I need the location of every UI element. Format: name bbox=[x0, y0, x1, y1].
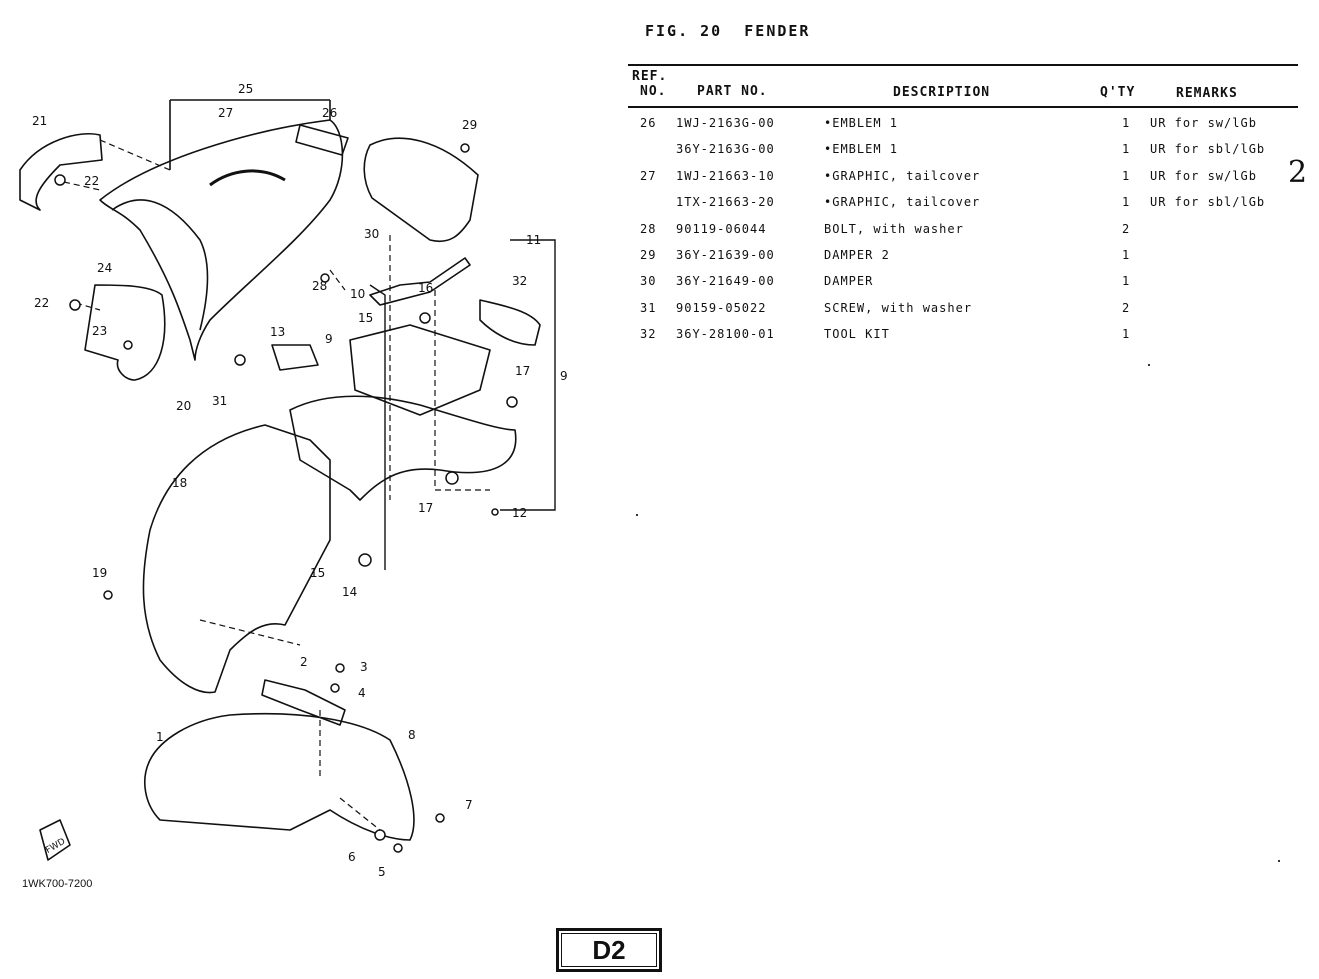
part-callout-3: 3 bbox=[360, 660, 368, 674]
part-callout-32: 32 bbox=[512, 274, 527, 288]
row-qty: 1 bbox=[1122, 195, 1131, 210]
header-part-no: PART NO. bbox=[697, 84, 768, 99]
part-callout-9: 9 bbox=[560, 369, 568, 383]
part-callout-17: 17 bbox=[418, 501, 433, 515]
row-description: SCREW, with washer bbox=[824, 300, 973, 315]
part-callout-22: 22 bbox=[84, 174, 99, 188]
part-callout-5: 5 bbox=[378, 865, 386, 879]
part-callout-30: 30 bbox=[364, 227, 379, 241]
row-part-no: 90159-05022 bbox=[676, 300, 767, 315]
row-qty: 1 bbox=[1122, 327, 1131, 342]
row-description: BOLT, with washer bbox=[824, 221, 964, 236]
row-ref: 32 bbox=[640, 327, 657, 342]
part-callout-7: 7 bbox=[465, 798, 473, 812]
row-ref: 30 bbox=[640, 274, 657, 289]
scan-speck bbox=[636, 514, 638, 516]
row-part-no: 90119-06044 bbox=[676, 221, 767, 236]
header-ref-line2: NO. bbox=[640, 84, 667, 99]
part-callout-4: 4 bbox=[358, 686, 366, 700]
row-part-no: 1TX-21663-20 bbox=[676, 195, 775, 210]
row-description: •EMBLEM 1 bbox=[824, 142, 899, 157]
part-callout-24: 24 bbox=[97, 261, 112, 275]
part-callout-12: 12 bbox=[512, 506, 527, 520]
part-callout-26: 26 bbox=[322, 106, 337, 120]
part-callout-21: 21 bbox=[32, 114, 47, 128]
part-callout-11: 11 bbox=[526, 233, 541, 247]
part-callout-29: 29 bbox=[462, 118, 477, 132]
part-callout-19: 19 bbox=[92, 566, 107, 580]
header-qty: Q'TY bbox=[1100, 85, 1136, 100]
part-callout-18: 18 bbox=[172, 476, 187, 490]
row-part-no: 36Y-2163G-00 bbox=[676, 142, 775, 157]
row-description: •EMBLEM 1 bbox=[824, 116, 899, 130]
row-part-no: 36Y-21639-00 bbox=[676, 248, 775, 262]
table-top-rule bbox=[628, 64, 1298, 66]
scan-speck bbox=[1148, 364, 1150, 366]
row-description: TOOL KIT bbox=[824, 327, 890, 342]
row-description: DAMPER 2 bbox=[824, 248, 890, 262]
part-callout-25: 25 bbox=[238, 82, 253, 96]
row-qty: 2 bbox=[1122, 300, 1131, 315]
part-callout-15: 15 bbox=[310, 566, 325, 580]
part-callout-8: 8 bbox=[408, 728, 416, 742]
part-callout-14: 14 bbox=[342, 585, 357, 599]
part-callout-17: 17 bbox=[515, 364, 530, 378]
part-callout-16: 16 bbox=[418, 281, 433, 295]
row-qty: 1 bbox=[1122, 142, 1131, 157]
row-description: •GRAPHIC, tailcover bbox=[824, 168, 981, 183]
part-callout-20: 20 bbox=[176, 399, 191, 413]
row-description: DAMPER bbox=[824, 274, 874, 289]
row-remarks: UR for sw/lGb bbox=[1150, 168, 1257, 183]
row-qty: 1 bbox=[1122, 168, 1131, 183]
part-callout-9: 9 bbox=[325, 332, 333, 346]
row-ref: 26 bbox=[640, 116, 657, 130]
part-callout-23: 23 bbox=[92, 324, 107, 338]
part-callout-22: 22 bbox=[34, 296, 49, 310]
page-label-text: D2 bbox=[592, 934, 626, 965]
row-part-no: 1WJ-2163G-00 bbox=[676, 116, 775, 130]
part-callout-15: 15 bbox=[358, 311, 373, 325]
row-remarks: UR for sw/lGb bbox=[1150, 116, 1257, 130]
header-ref-line1: REF. bbox=[632, 69, 668, 84]
row-part-no: 1WJ-21663-10 bbox=[676, 168, 775, 183]
part-callout-27: 27 bbox=[218, 106, 233, 120]
figure-title: FIG. 20 FENDER bbox=[645, 22, 811, 40]
row-ref: 28 bbox=[640, 221, 657, 236]
fwd-arrow-label: FWD bbox=[44, 837, 67, 856]
row-qty: 1 bbox=[1122, 248, 1131, 262]
row-ref: 27 bbox=[640, 168, 657, 183]
row-part-no: 36Y-21649-00 bbox=[676, 274, 775, 289]
part-callout-28: 28 bbox=[312, 279, 327, 293]
row-qty: 1 bbox=[1122, 274, 1131, 289]
part-callout-1: 1 bbox=[156, 730, 164, 744]
row-remarks: UR for sbl/lGb bbox=[1150, 142, 1266, 157]
header-remarks: REMARKS bbox=[1176, 86, 1238, 101]
header-description: DESCRIPTION bbox=[893, 85, 991, 100]
part-callout-31: 31 bbox=[212, 394, 227, 408]
row-part-no: 36Y-28100-01 bbox=[676, 327, 775, 342]
part-callout-6: 6 bbox=[348, 850, 356, 864]
part-callout-10: 10 bbox=[350, 287, 365, 301]
handwritten-note: 2 bbox=[1288, 155, 1308, 190]
row-qty: 1 bbox=[1122, 116, 1131, 130]
page-label-badge: D2 bbox=[556, 928, 662, 972]
part-callout-2: 2 bbox=[300, 655, 308, 669]
row-ref: 29 bbox=[640, 248, 657, 262]
scan-speck bbox=[1278, 860, 1280, 862]
row-qty: 2 bbox=[1122, 221, 1131, 236]
part-callout-13: 13 bbox=[270, 325, 285, 339]
row-remarks: UR for sbl/lGb bbox=[1150, 195, 1266, 210]
row-description: •GRAPHIC, tailcover bbox=[824, 195, 981, 210]
row-ref: 31 bbox=[640, 300, 657, 315]
drawing-code: 1WK700-7200 bbox=[22, 878, 93, 890]
table-header-rule bbox=[628, 106, 1298, 108]
